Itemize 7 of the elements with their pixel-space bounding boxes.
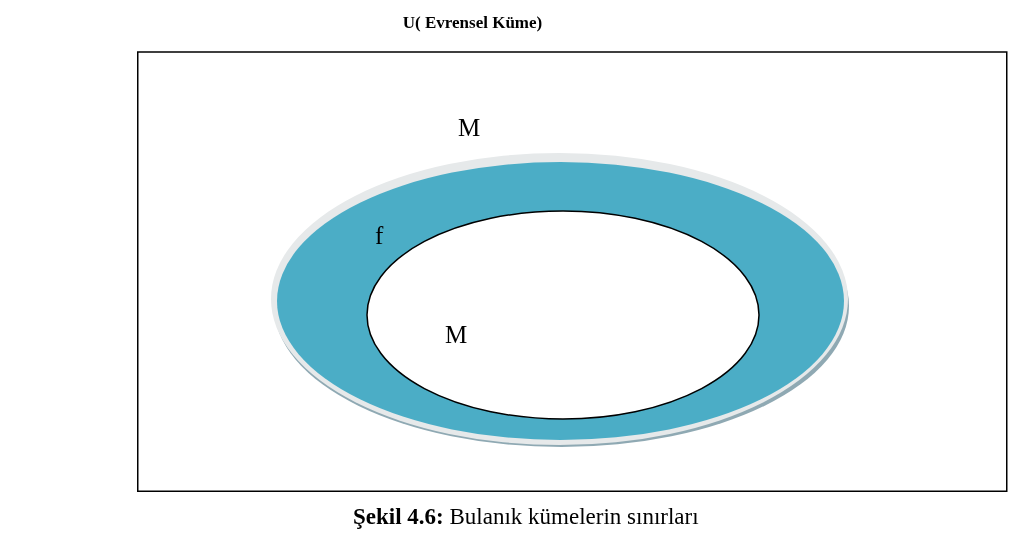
set-title: U( Evrensel Küme) (401, 14, 544, 31)
fuzzy-set-ring (271, 153, 848, 445)
crisp-set-ellipse (366, 210, 760, 420)
set-symbol: f (375, 223, 384, 248)
set-symbol: M (445, 322, 468, 347)
figure-caption: Şekil 4.6: Bulanık kümelerin sınırları (353, 505, 699, 528)
set-symbol: M (458, 115, 481, 140)
